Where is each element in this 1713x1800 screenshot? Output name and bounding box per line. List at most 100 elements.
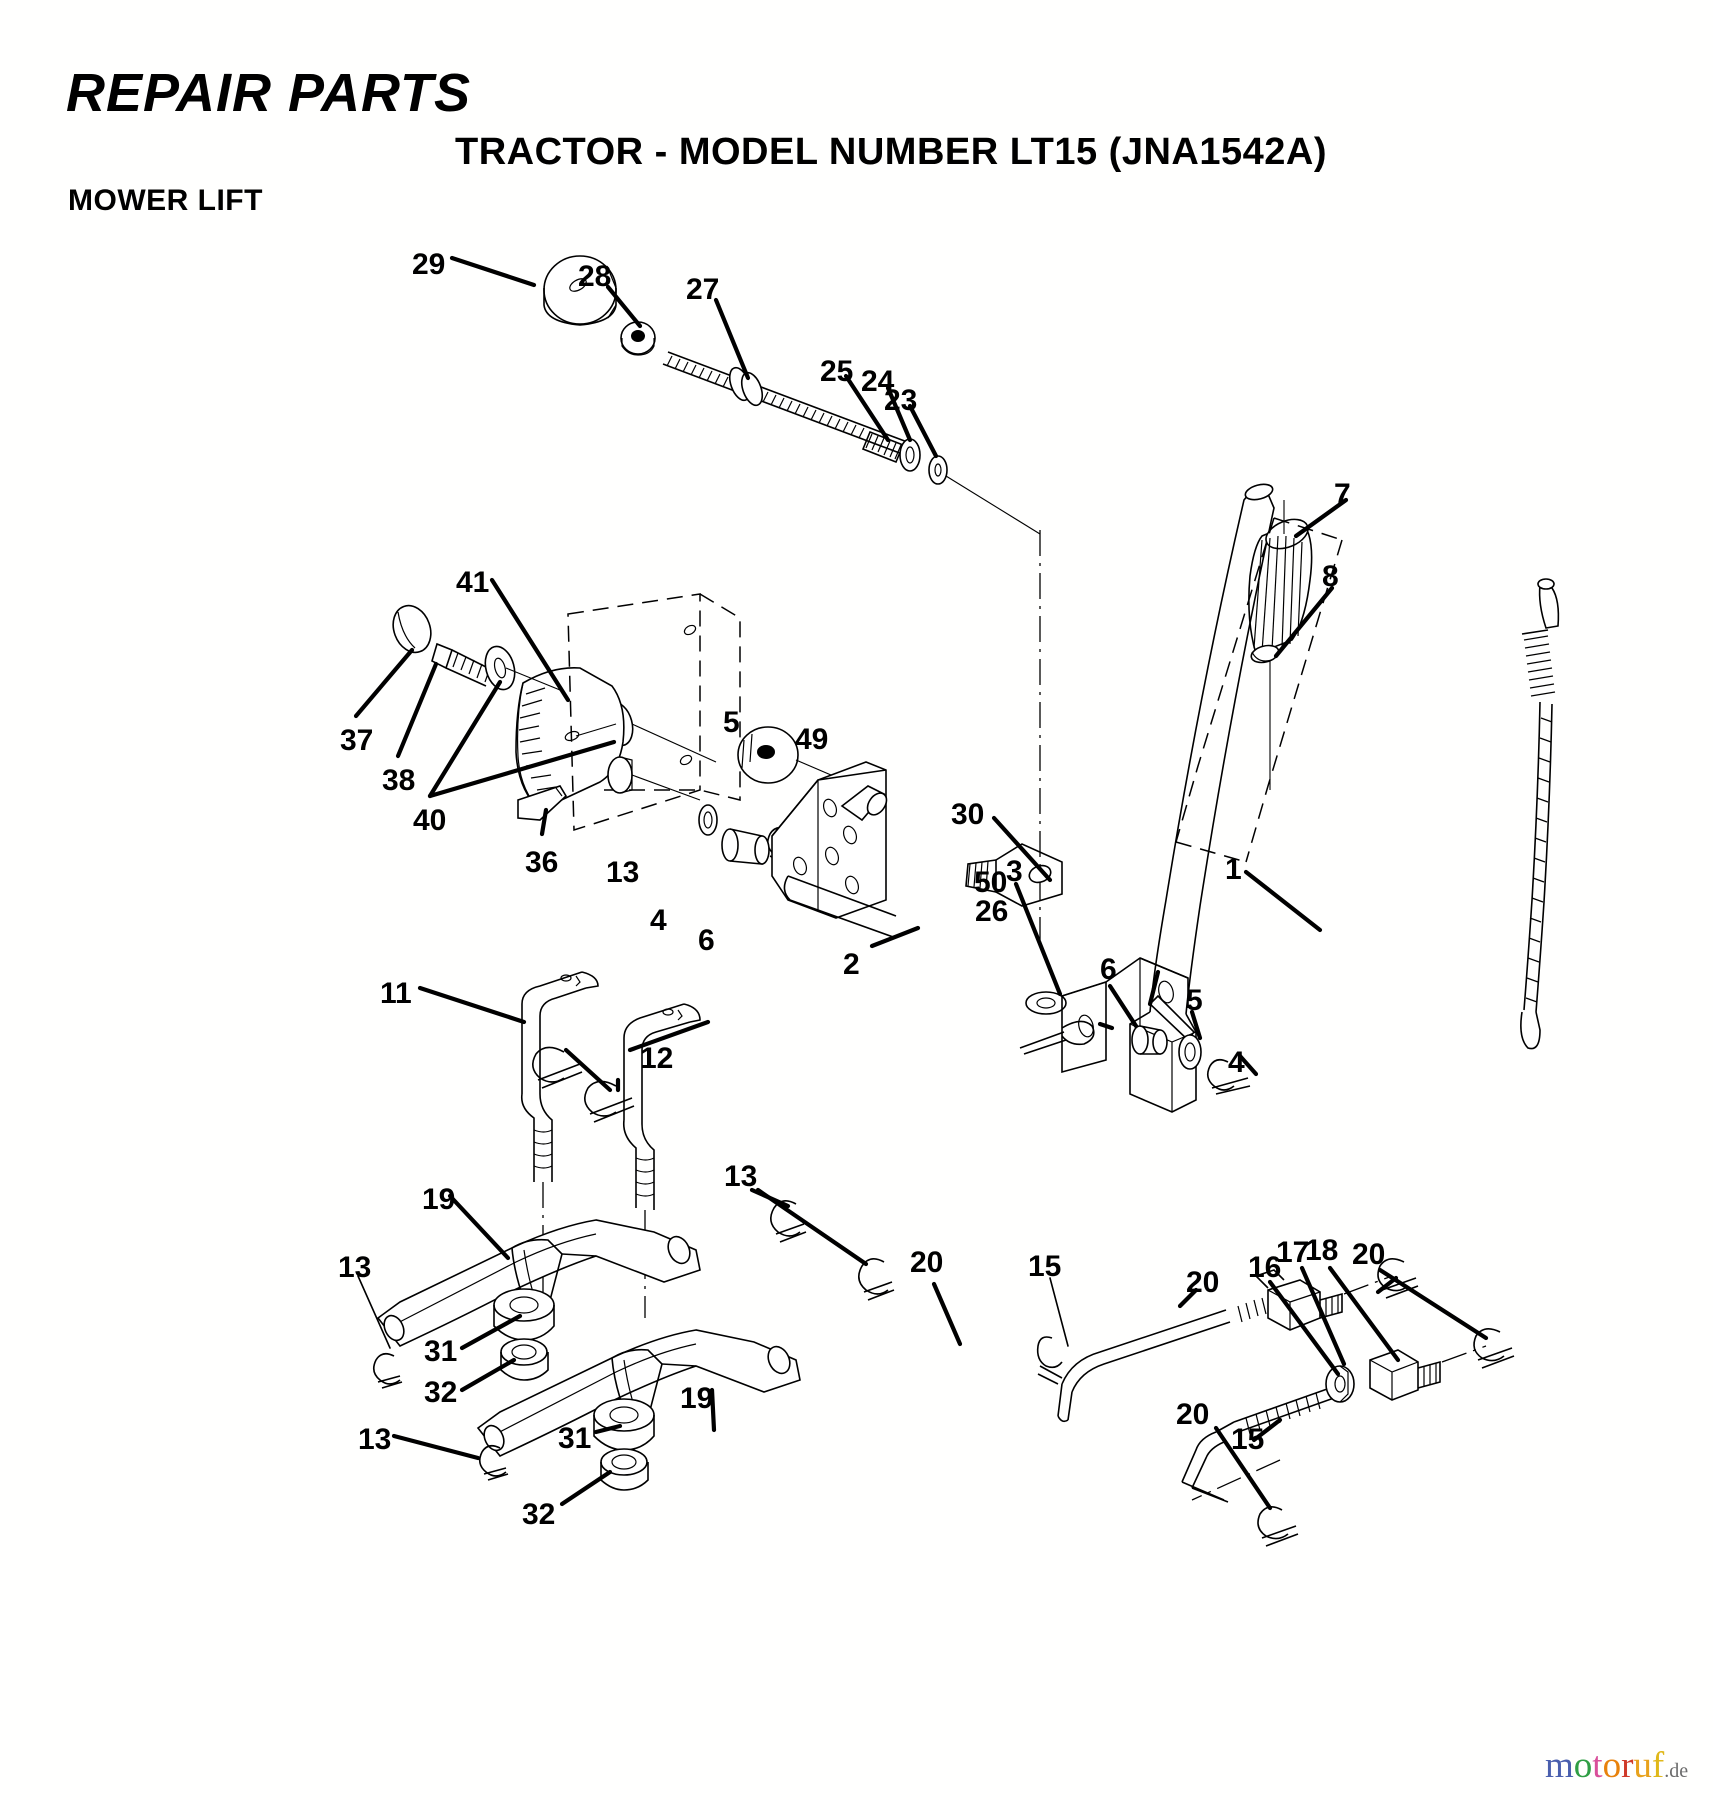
- part-37-cap: [392, 604, 432, 654]
- part-5-washer-right: [1178, 1034, 1202, 1070]
- part-13-clip-c: [372, 1352, 403, 1389]
- callout-number-13: 13: [724, 1160, 758, 1193]
- part-50-washer: [1025, 991, 1067, 1015]
- callout-number-37: 37: [340, 724, 374, 757]
- part-4-retaining-clip-right: [1206, 1058, 1251, 1095]
- callout-number-17: 17: [1276, 1236, 1310, 1269]
- watermark-letter: r: [1621, 1745, 1634, 1786]
- callout-number-23: 23: [884, 384, 918, 417]
- callout-number-20: 20: [1176, 1398, 1210, 1431]
- part-25-spring: [861, 430, 905, 464]
- callout-number-1: 1: [1225, 853, 1242, 886]
- callout-number-32: 32: [522, 1498, 556, 1531]
- phantom-lever-outline: [1175, 517, 1343, 863]
- part-26-cotter-pin: [1019, 1020, 1095, 1055]
- callout-number-40: 40: [413, 804, 447, 837]
- callout-number-28: 28: [578, 260, 612, 293]
- callout-number-4: 4: [650, 904, 667, 937]
- callout-number-50: 50: [974, 866, 1008, 899]
- callout-number-8: 8: [1322, 560, 1339, 593]
- callout-number-38: 38: [382, 764, 416, 797]
- part-31-bushing-upper: [493, 1288, 555, 1341]
- part-20-clip-d: [1257, 1506, 1299, 1547]
- callout-number-29: 29: [412, 248, 446, 281]
- callout-number-5: 5: [1186, 984, 1203, 1017]
- part-28-washer: [620, 321, 656, 356]
- callout-number-20: 20: [910, 1246, 944, 1279]
- callout-number-13: 13: [606, 856, 640, 889]
- part-7-grip: [1248, 500, 1313, 656]
- part-31-bushing-lower: [593, 1398, 655, 1451]
- part-32-nut-lower: [600, 1448, 649, 1491]
- site-watermark: motoruf.de: [1545, 1744, 1688, 1787]
- part-19-lift-arm-lower: [476, 1329, 801, 1457]
- callout-number-26: 26: [975, 895, 1009, 928]
- watermark-letter: m: [1545, 1745, 1574, 1786]
- part-13-clip-d: [478, 1444, 509, 1481]
- part-12-lift-rod: [622, 1003, 701, 1318]
- part-36-tab: [517, 785, 568, 821]
- part-13-clip-f: [858, 1258, 895, 1301]
- part-23-washer: [928, 455, 948, 485]
- callout-number-16: 16: [1248, 1251, 1282, 1284]
- callout-number-6: 6: [1100, 953, 1117, 986]
- part-13-clip-a: [532, 1046, 583, 1089]
- part-8-cap: [1250, 644, 1280, 790]
- section-title: MOWER LIFT: [68, 184, 263, 217]
- callout-number-27: 27: [686, 273, 720, 306]
- callout-number-24: 24: [861, 365, 895, 398]
- part-24-washer: [899, 438, 921, 472]
- callout-number-36: 36: [525, 846, 559, 879]
- callout-number-6: 6: [698, 924, 715, 957]
- part-6-spacer-center: [721, 828, 770, 865]
- callout-number-15: 15: [1028, 1250, 1062, 1283]
- callout-number-18: 18: [1305, 1234, 1339, 1267]
- part-6-spacer-right: [1131, 1025, 1168, 1055]
- callout-number-32: 32: [424, 1376, 458, 1409]
- part-29-knob: [543, 255, 617, 326]
- part-38-bolt: [431, 642, 493, 687]
- callout-number-5: 5: [723, 706, 740, 739]
- callout-number-2: 2: [843, 948, 860, 981]
- callout-number-31: 31: [424, 1335, 458, 1368]
- callout-number-49: 49: [795, 723, 829, 756]
- callout-number-20: 20: [1186, 1266, 1220, 1299]
- part-32-nut-upper: [500, 1338, 549, 1381]
- callout-number-4: 4: [1228, 1046, 1245, 1079]
- watermark-letter: u: [1633, 1745, 1652, 1786]
- part-20-clip-c: [1036, 1336, 1063, 1385]
- callout-number-19: 19: [422, 1183, 456, 1216]
- part-19-lift-arm-upper: [376, 1219, 701, 1347]
- watermark-letter: o: [1573, 1745, 1593, 1786]
- callout-number-7: 7: [1334, 478, 1351, 511]
- part-1-cable: [1520, 578, 1560, 1050]
- part-4-washer-center: [698, 804, 718, 836]
- main-lift-lever: [1061, 483, 1275, 1113]
- callout-number-30: 30: [951, 798, 985, 831]
- callout-number-13: 13: [358, 1423, 392, 1456]
- callout-number-25: 25: [820, 355, 854, 388]
- part-20-clip-b: [1473, 1328, 1515, 1369]
- watermark-letter: t: [1592, 1745, 1603, 1786]
- watermark-suffix: .de: [1664, 1760, 1689, 1782]
- model-number-line: TRACTOR - MODEL NUMBER LT15 (JNA1542A): [455, 131, 1327, 173]
- part-13-clip-e: [770, 1200, 807, 1243]
- callout-number-12: 12: [640, 1042, 674, 1075]
- callout-number-11: 11: [380, 977, 412, 1010]
- watermark-letter: f: [1651, 1745, 1665, 1786]
- page-title: REPAIR PARTS: [66, 63, 472, 123]
- callout-number-15: 15: [1231, 1423, 1265, 1456]
- callout-number-19: 19: [680, 1382, 714, 1415]
- callout-number-3: 3: [1006, 855, 1023, 888]
- callout-number-41: 41: [456, 566, 490, 599]
- watermark-letter: o: [1602, 1745, 1622, 1786]
- part-40-washer-upper: [484, 645, 516, 691]
- panel-bushing: [607, 756, 633, 794]
- callout-number-20: 20: [1352, 1238, 1386, 1271]
- part-49-pivot-washer: [737, 726, 799, 784]
- callout-number-13: 13: [338, 1251, 372, 1284]
- callout-number-31: 31: [558, 1422, 592, 1455]
- mounting-plate: [771, 761, 897, 939]
